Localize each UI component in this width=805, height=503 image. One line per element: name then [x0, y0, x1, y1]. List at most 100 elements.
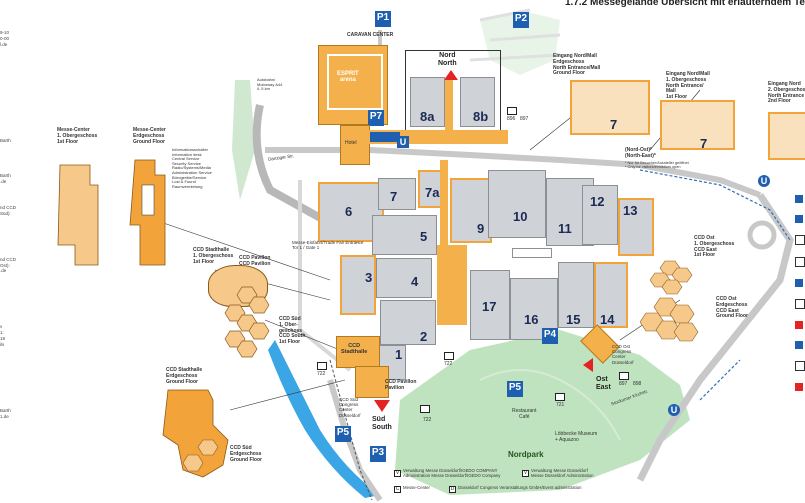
legend-text-d: Düsseldorf Congress Veranstaltungs GmbH/… [458, 485, 582, 490]
sued-label: Süd South [372, 416, 392, 431]
bus-icon [444, 352, 454, 360]
ost-label: Ost East [596, 376, 611, 391]
hall-4-number: 4 [411, 274, 419, 289]
parking-p1[interactable]: P1 [375, 11, 391, 27]
roundabout [747, 220, 777, 250]
legend-code-v2: V [522, 470, 529, 477]
hall-8a[interactable] [410, 77, 445, 127]
legend-code-d: D [449, 486, 456, 493]
bus-icon [507, 107, 517, 115]
hall-2[interactable] [380, 300, 436, 345]
hall-15[interactable] [558, 262, 594, 328]
legend: V Verwaltung Messe Düsseldorf/IGEDO COMP… [394, 468, 634, 501]
messe-center-inset [57, 159, 166, 266]
hotel[interactable]: Hotel [340, 125, 370, 165]
eingang-nord-2nd-inset [768, 112, 805, 160]
eingang-nord-ground-label: Eingang Nord/Mall Erdgeschoss North Entr… [553, 53, 601, 77]
messe-eingang-label: Messe-Einfahrt/Trade Fair Entrance Tor 1… [292, 240, 364, 251]
nordpark-green [395, 330, 690, 495]
nord-arrow-icon [444, 70, 458, 80]
hall-7-number: 7 [390, 189, 398, 204]
messe-center-1st-label: Messe-Center 1. Obergeschoss 1st Floor [57, 127, 98, 145]
ccd-stadthalle-og-label: CCD Stadthalle 1. Obergeschoss 1st Floor [193, 247, 234, 265]
restaurant-label: Restaurant Café [512, 408, 537, 420]
nordpark-label: Nordpark [508, 450, 544, 459]
right-legend-column [795, 195, 805, 495]
ccd-pavillon-building[interactable] [355, 366, 389, 398]
eingang-nord-1st-inset [660, 100, 735, 150]
ccd-ost-og-inset [650, 260, 693, 295]
loebbecke-label: Löbbecke Museum + Aquazoo [555, 431, 598, 443]
bus-stop-898: 898 [633, 381, 642, 387]
parking-p5[interactable]: P5 [507, 381, 523, 397]
subway-icon-mall[interactable]: U [397, 136, 409, 148]
road-east [636, 193, 794, 482]
ccd-pavillon-label: CCD Pavillon CCD Pavilion [239, 255, 271, 267]
sued-arrow-icon [374, 400, 390, 412]
nordost-note: * Nur für Besucher/Aussteller geöffnet *… [625, 161, 689, 170]
inset-line-3 [264, 319, 341, 351]
hall-11-number: 11 [558, 221, 572, 236]
hall-12-number: 12 [590, 194, 605, 209]
hall-13-number: 13 [623, 203, 638, 218]
subway-icon-east[interactable]: U [758, 175, 770, 187]
ccd-sued-eg-inset [162, 389, 229, 478]
hall-13[interactable] [618, 198, 654, 256]
messe-center-ground-label: Messe-Center Erdgeschoss Ground Floor [133, 127, 166, 145]
bus-icon [420, 405, 430, 413]
hall-16-number: 16 [524, 312, 539, 327]
parking-p3[interactable]: P3 [370, 446, 386, 462]
hall-8b[interactable] [460, 77, 495, 127]
railway-east-b [699, 359, 741, 401]
ccd-pavillon-badge: CCD Pavillon Pavilion [385, 379, 417, 391]
bus-icon [317, 362, 327, 370]
hall-10-number: 10 [513, 209, 528, 224]
streets-ne [469, 8, 561, 62]
legend-code-c: C [394, 486, 401, 493]
mall-connector [445, 80, 453, 132]
road-north [265, 147, 762, 198]
inset-line-1 [139, 214, 331, 281]
hall-4[interactable] [376, 258, 432, 298]
eingang-nord-2nd-label: Eingang Nord 2. Obergeschoss North Entra… [768, 81, 805, 105]
hall-7-ground-inset-number: 7 [610, 117, 618, 132]
hall-14[interactable] [594, 262, 628, 328]
hall-8b-number: 8b [473, 109, 489, 124]
bus-stop-722-b: 722 [444, 361, 453, 367]
hall-2-number: 2 [420, 329, 428, 344]
bus-stop-722-c: 722 [423, 417, 432, 423]
parking-p4[interactable]: P4 [542, 328, 558, 344]
bridge-15-16 [512, 248, 552, 258]
hall-9-number: 9 [477, 221, 485, 236]
autobahn-label: Autobahn/ Motorway A44 /L 5 km [257, 77, 283, 92]
parking-p5-left[interactable]: P5 [335, 426, 351, 442]
subway-icon-south[interactable]: U [668, 404, 680, 416]
nord-label: Nord North [438, 52, 457, 67]
hall-17[interactable] [470, 270, 510, 340]
hall-1-number: 1 [395, 347, 403, 362]
bus-stop-897-b: 897 [619, 381, 628, 387]
hall-3[interactable] [340, 255, 376, 315]
parking-p7[interactable]: P7 [368, 110, 384, 126]
bus-stop-721: 721 [556, 402, 565, 408]
road-main [252, 104, 362, 244]
hall-5[interactable] [372, 215, 437, 255]
central-walkway [440, 160, 448, 250]
hall-1[interactable] [378, 345, 406, 380]
eingang-nord-ground-inset [570, 80, 650, 135]
hall-7-main[interactable] [378, 178, 416, 210]
ccd-stadthalle-eg-label: CCD Stadthalle Erdgeschoss Ground Floor [166, 367, 203, 385]
ccd-ost-eg-inset [640, 297, 699, 342]
hall-14-number: 14 [600, 312, 615, 327]
hall-9[interactable] [450, 178, 492, 243]
hall-10[interactable] [488, 170, 546, 238]
hall-3-number: 3 [365, 270, 373, 285]
parking-p2[interactable]: P2 [513, 12, 529, 28]
hall-12[interactable] [582, 185, 618, 245]
railway-east [639, 169, 791, 241]
ccd-sued-eg-label: CCD Süd Erdgeschoss Ground Floor [230, 445, 262, 463]
caravan-center-label: CARAVAN CENTER [347, 32, 394, 38]
ccd-stadthalle[interactable]: CCD Stadthalle [336, 336, 380, 368]
bus-stop-896: 896 [507, 116, 516, 122]
